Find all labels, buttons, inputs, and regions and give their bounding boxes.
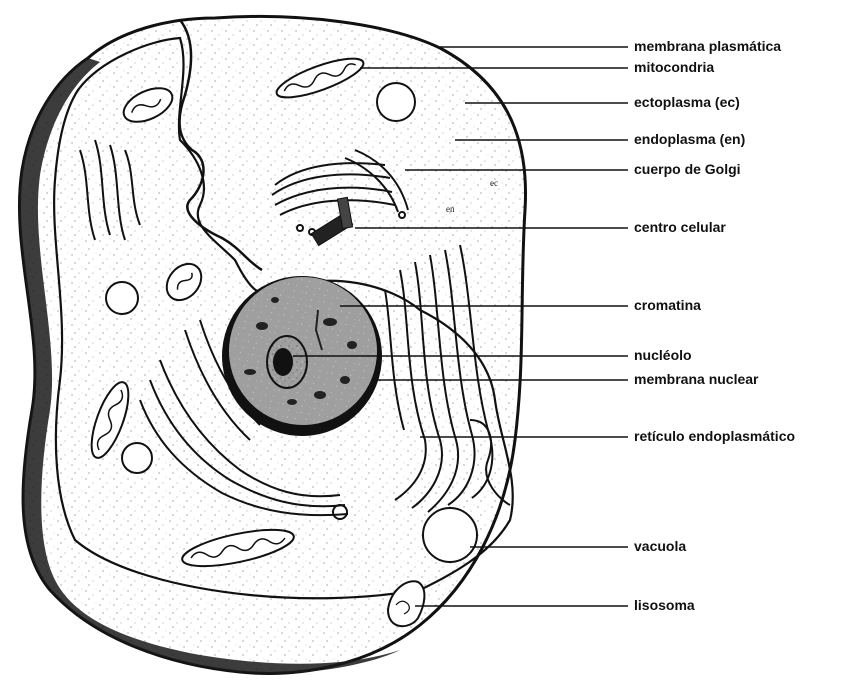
ec-mark: ec — [490, 178, 498, 188]
label-cuerpo-golgi: cuerpo de Golgi — [634, 161, 741, 177]
label-mitocondria: mitocondria — [634, 59, 714, 75]
label-membrana-nuclear: membrana nuclear — [634, 371, 759, 387]
label-centro-celular: centro celular — [634, 219, 726, 235]
label-reticulo: retículo endoplasmático — [634, 428, 795, 444]
label-ectoplasma: ectoplasma (ec) — [634, 94, 740, 110]
label-vacuola: vacuola — [634, 538, 686, 554]
label-lisosoma: lisosoma — [634, 597, 695, 613]
label-endoplasma: endoplasma (en) — [634, 131, 745, 147]
label-cromatina: cromatina — [634, 297, 701, 313]
label-nucleolo: nucléolo — [634, 347, 692, 363]
en-mark: en — [446, 204, 455, 214]
label-membrana-plasmatica: membrana plasmática — [634, 38, 781, 54]
